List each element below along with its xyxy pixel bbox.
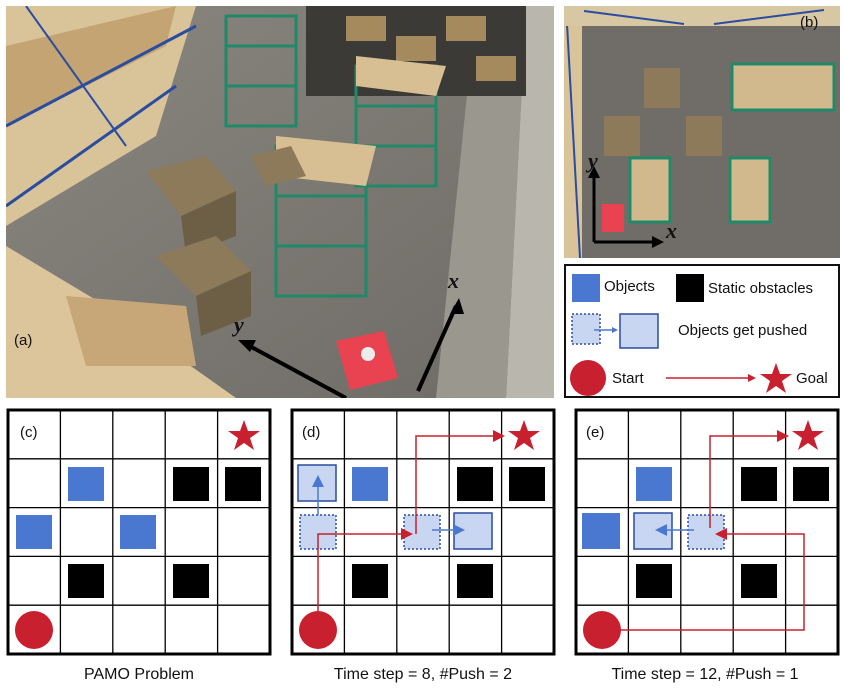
object [636, 467, 672, 501]
obstacle [741, 467, 777, 501]
obstacle [173, 467, 209, 501]
obstacle [225, 467, 261, 501]
axis-x-label-a: x [448, 268, 459, 293]
legend-obstacle-swatch [676, 274, 704, 302]
axis-y-label-b: y [588, 148, 598, 173]
obstacle [793, 467, 829, 501]
panel-label-e: (e) [586, 424, 605, 441]
axis-y-label-a: y [234, 312, 244, 337]
object [352, 467, 388, 501]
legend-goal-label: Goal [796, 370, 828, 387]
goal-star [228, 420, 260, 450]
obstacle [173, 564, 209, 598]
legend-start-label: Start [612, 370, 644, 387]
legend-start-circle [570, 360, 606, 396]
goal-star [792, 420, 824, 450]
panel-label-d: (d) [302, 424, 321, 441]
axis-x-label-b: x [666, 218, 677, 243]
panel-label-a: (a) [14, 332, 33, 349]
object [68, 467, 104, 501]
robot [336, 331, 398, 390]
legend-goal-star [760, 363, 792, 393]
grid-c [6, 408, 272, 656]
warehouse-photo-b [564, 6, 840, 258]
legend: Objects Static obstacles Objects get pus… [564, 264, 840, 398]
obstacle [457, 467, 493, 501]
warehouse-photo-a [6, 6, 554, 398]
legend-object-swatch [572, 274, 600, 302]
grid-e [574, 408, 840, 656]
caption-e: Time step = 12, #Push = 1 [611, 666, 799, 683]
grid-d [290, 408, 556, 656]
start-circle [583, 611, 621, 649]
object [582, 513, 620, 549]
panel-label-b: (b) [800, 14, 819, 31]
legend-objects-label: Objects [604, 278, 655, 295]
obstacle [509, 467, 545, 501]
object [16, 515, 52, 549]
legend-static-obstacles-label: Static obstacles [708, 280, 814, 297]
legend-pushed-label: Objects get pushed [678, 322, 808, 339]
legend-pushed-after [619, 313, 659, 349]
goal-star [508, 420, 540, 450]
obstacle [457, 564, 493, 598]
obstacle [741, 564, 777, 598]
obstacle [68, 564, 104, 598]
legend-pushed-before [571, 313, 601, 345]
obstacle [636, 564, 672, 598]
object [120, 515, 156, 549]
obstacle [352, 564, 388, 598]
panel-label-c: (c) [20, 424, 38, 441]
start-circle [15, 611, 53, 649]
caption-c: PAMO Problem [84, 666, 194, 683]
start-circle [299, 611, 337, 649]
caption-d: Time step = 8, #Push = 2 [333, 666, 513, 683]
